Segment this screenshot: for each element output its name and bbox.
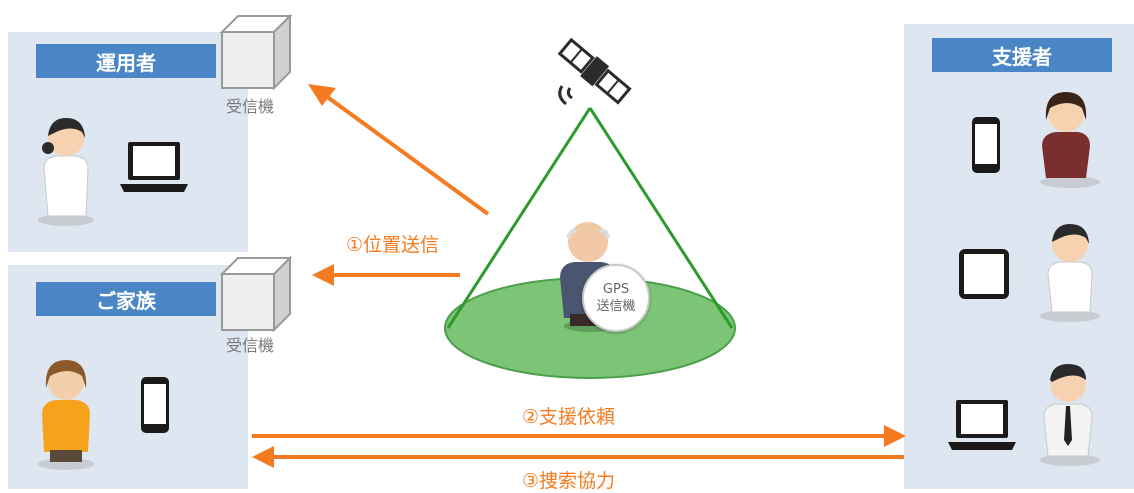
gps-badge-line2: 送信機 bbox=[596, 299, 636, 314]
satellite-icon bbox=[557, 37, 632, 106]
nurse-icon bbox=[38, 118, 94, 226]
gps-badge-line1: GPS bbox=[602, 282, 630, 297]
operator-title: 運用者 bbox=[36, 44, 216, 78]
laptop-icon bbox=[948, 400, 1016, 450]
laptop-icon bbox=[120, 142, 188, 192]
mother-icon bbox=[38, 360, 94, 470]
smartphone-icon bbox=[141, 377, 169, 433]
search-cooperation-label: ③捜索協力 bbox=[522, 470, 616, 492]
operator-receiver-label: 受信機 bbox=[226, 97, 275, 116]
family-receiver-label: 受信機 bbox=[226, 336, 275, 355]
nurse-icon bbox=[1040, 224, 1100, 322]
businesswoman-icon bbox=[1040, 92, 1100, 188]
businessman-icon bbox=[1040, 364, 1100, 466]
support-request-label: ②支援依頼 bbox=[522, 406, 616, 428]
supporter-panel bbox=[904, 24, 1134, 489]
smartphone-icon bbox=[972, 117, 1000, 173]
family-title: ご家族 bbox=[36, 282, 216, 316]
position-send-label: ①位置送信 bbox=[346, 234, 440, 256]
gps-transmitter-badge: GPS 送信機 bbox=[582, 264, 650, 332]
receiver-box-icon bbox=[219, 255, 293, 333]
tablet-icon bbox=[959, 249, 1009, 299]
receiver-box-icon bbox=[219, 13, 293, 91]
supporter-title: 支援者 bbox=[932, 38, 1112, 72]
